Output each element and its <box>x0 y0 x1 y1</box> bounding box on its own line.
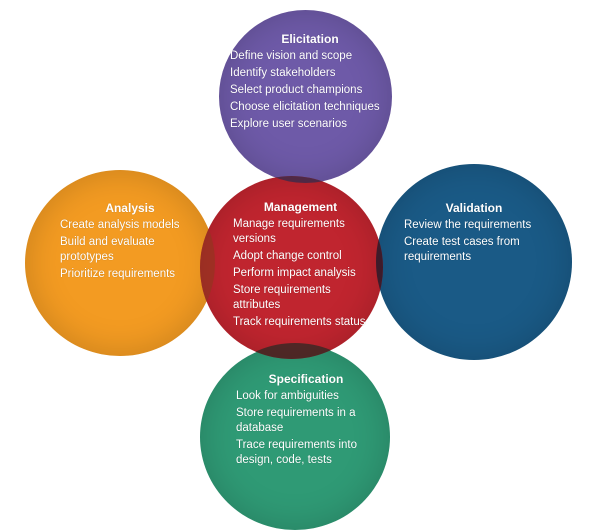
management-title: Management <box>263 200 338 214</box>
analysis-item: Create analysis models <box>60 219 180 231</box>
specification-item: Store requirements in a database <box>236 407 356 434</box>
elicitation-circle <box>219 10 392 183</box>
management-text: Management Manage requirements versions … <box>233 200 368 332</box>
specification-item: Look for ambiguities <box>236 390 339 402</box>
validation-text: Validation Review the requirements Creat… <box>404 201 544 267</box>
validation-item: Review the requirements <box>404 219 532 231</box>
specification-text: Specification Look for ambiguities Store… <box>236 372 376 470</box>
specification-item: Trace requirements into design, code, te… <box>236 439 358 466</box>
elicitation-item: Define vision and scope <box>230 50 353 62</box>
analysis-item: Prioritize requirements <box>60 268 176 280</box>
management-item: Perform impact analysis <box>233 267 356 279</box>
management-circle <box>200 176 383 359</box>
elicitation-text: Elicitation Define vision and scope Iden… <box>230 32 390 134</box>
elicitation-item: Identify stakeholders <box>230 67 336 79</box>
elicitation-item: Explore user scenarios <box>230 118 347 130</box>
validation-item: Create test cases from requirements <box>404 236 520 263</box>
management-item: Store requirements attributes <box>233 284 331 311</box>
analysis-item: Build and evaluate prototypes <box>60 236 155 263</box>
specification-circle <box>200 344 390 530</box>
elicitation-item: Choose elicitation techniques <box>230 101 380 113</box>
analysis-title: Analysis <box>105 201 155 215</box>
management-item: Track requirements status <box>233 316 366 328</box>
elicitation-title: Elicitation <box>281 32 339 46</box>
specification-title: Specification <box>268 372 344 386</box>
management-item: Adopt change control <box>233 250 342 262</box>
validation-circle <box>376 164 572 360</box>
analysis-circle <box>25 170 215 356</box>
validation-title: Validation <box>445 201 503 215</box>
analysis-text: Analysis Create analysis models Build an… <box>60 201 200 284</box>
management-item: Manage requirements versions <box>233 218 345 245</box>
elicitation-item: Select product champions <box>230 84 363 96</box>
